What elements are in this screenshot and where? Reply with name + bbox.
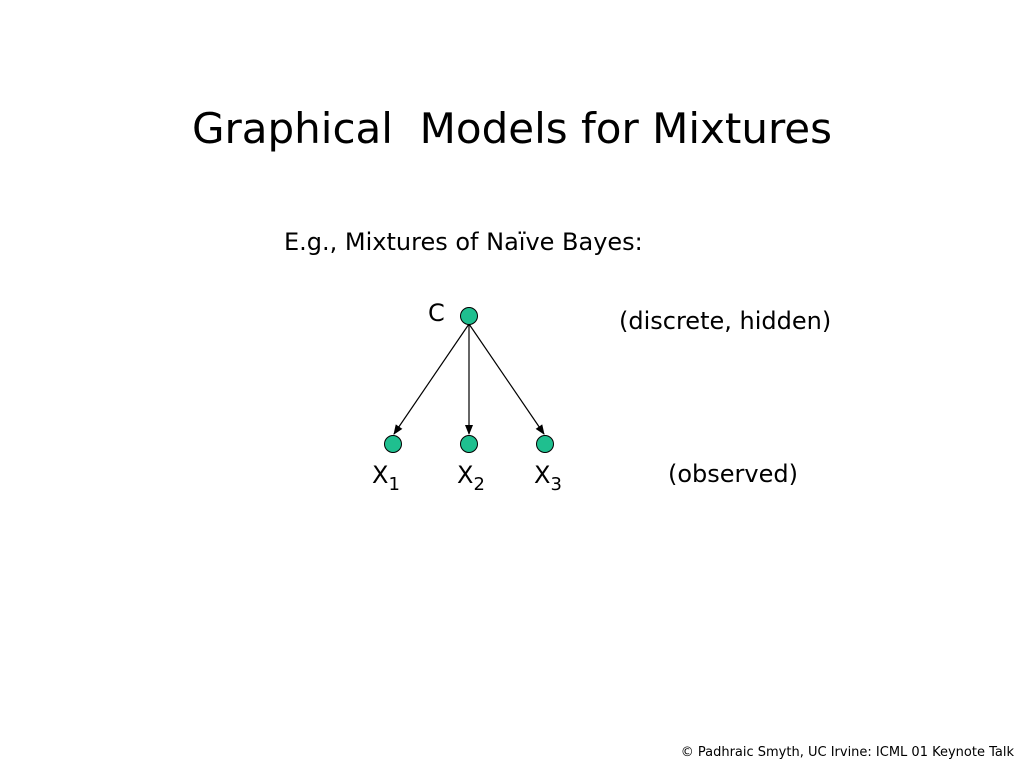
node-x3-subscript: 3 [550,474,562,495]
footer-credit: © Padhraic Smyth, UC Irvine: ICML 01 Key… [680,745,1014,760]
root-annotation: (discrete, hidden) [619,307,832,335]
node-x2-label: X2 [457,461,485,494]
slide-title: Graphical Models for Mixtures [191,104,833,153]
node-x1-subscript: 1 [388,474,400,495]
slide-subtitle: E.g., Mixtures of Naïve Bayes: [284,228,643,256]
node-x2 [460,435,478,453]
node-x3-letter: X [534,461,551,489]
edge-c-x3 [468,323,545,435]
node-x1-letter: X [372,461,389,489]
children-annotation: (observed) [668,460,798,488]
node-x2-subscript: 2 [473,474,485,495]
node-x1-label: X1 [372,461,400,494]
node-c-label: C [428,299,445,327]
node-x1 [384,435,402,453]
node-c [460,307,478,325]
node-x3 [536,435,554,453]
node-x3-label: X3 [534,461,562,494]
node-x2-letter: X [457,461,474,489]
edge-c-x1 [393,323,470,435]
